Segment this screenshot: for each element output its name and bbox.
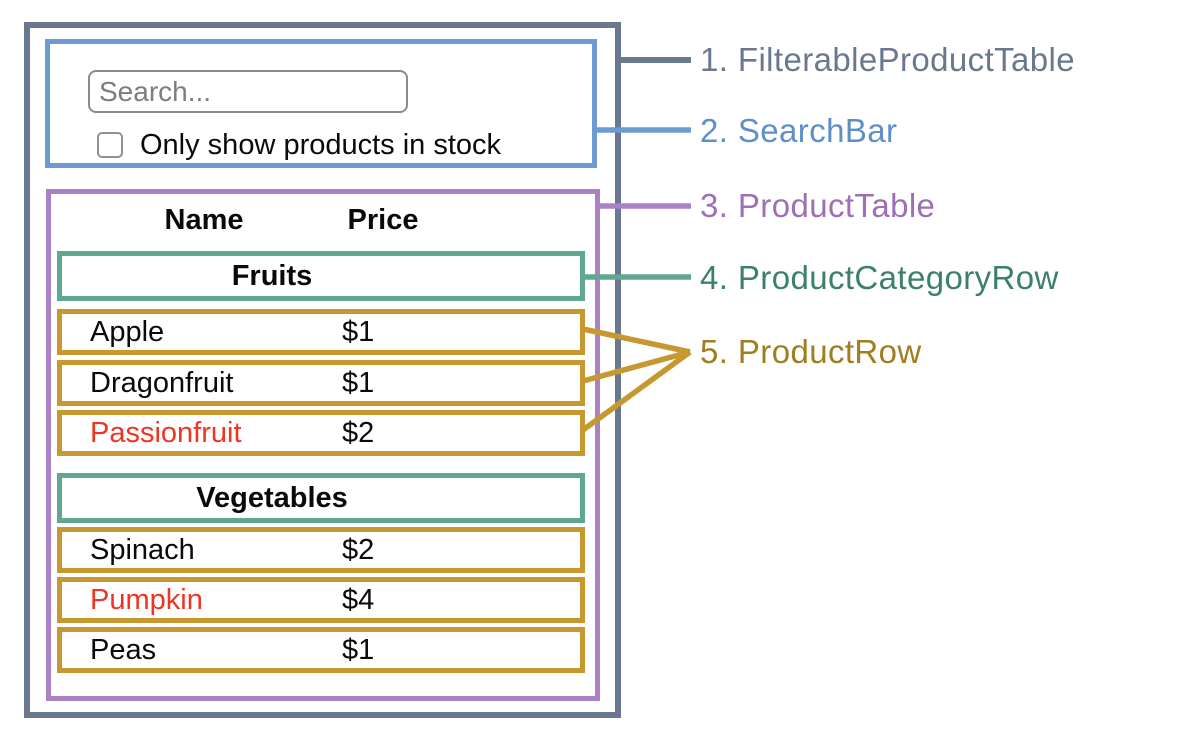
- product-row: Pumpkin $4: [57, 577, 585, 623]
- column-header-name: Name: [164, 204, 244, 236]
- product-row: Apple $1: [57, 309, 585, 355]
- product-row: Spinach $2: [57, 527, 585, 573]
- product-name: Dragonfruit: [90, 366, 234, 399]
- product-price: $2: [342, 533, 375, 566]
- in-stock-checkbox-label: Only show products in stock: [140, 129, 502, 161]
- product-name-out-of-stock: Passionfruit: [90, 416, 242, 449]
- product-name: Spinach: [90, 533, 195, 566]
- product-price: $2: [342, 416, 375, 449]
- product-row: Peas $1: [57, 627, 585, 673]
- product-category-row: Fruits: [57, 251, 585, 301]
- product-row: Passionfruit $2: [57, 410, 585, 456]
- legend-search-bar: 2. SearchBar: [700, 112, 898, 149]
- legend-product-row: 5. ProductRow: [700, 333, 922, 370]
- in-stock-checkbox[interactable]: [97, 132, 123, 158]
- product-price: $1: [342, 366, 375, 399]
- column-header-price: Price: [347, 204, 419, 236]
- product-name: Apple: [90, 315, 165, 348]
- product-price: $4: [342, 583, 375, 616]
- product-category-row: Vegetables: [57, 473, 585, 523]
- legend-filterable-product-table: 1. FilterableProductTable: [700, 41, 1076, 78]
- product-row: Dragonfruit $1: [57, 360, 585, 406]
- product-name-out-of-stock: Pumpkin: [90, 583, 203, 616]
- product-price: $1: [342, 315, 375, 348]
- category-label: Fruits: [231, 259, 313, 292]
- category-label: Vegetables: [196, 481, 348, 514]
- legend-product-category-row: 4. ProductCategoryRow: [700, 259, 1059, 296]
- product-price: $1: [342, 633, 375, 666]
- legend-product-table: 3. ProductTable: [700, 187, 936, 224]
- product-name: Peas: [90, 633, 157, 666]
- search-input[interactable]: [88, 70, 408, 113]
